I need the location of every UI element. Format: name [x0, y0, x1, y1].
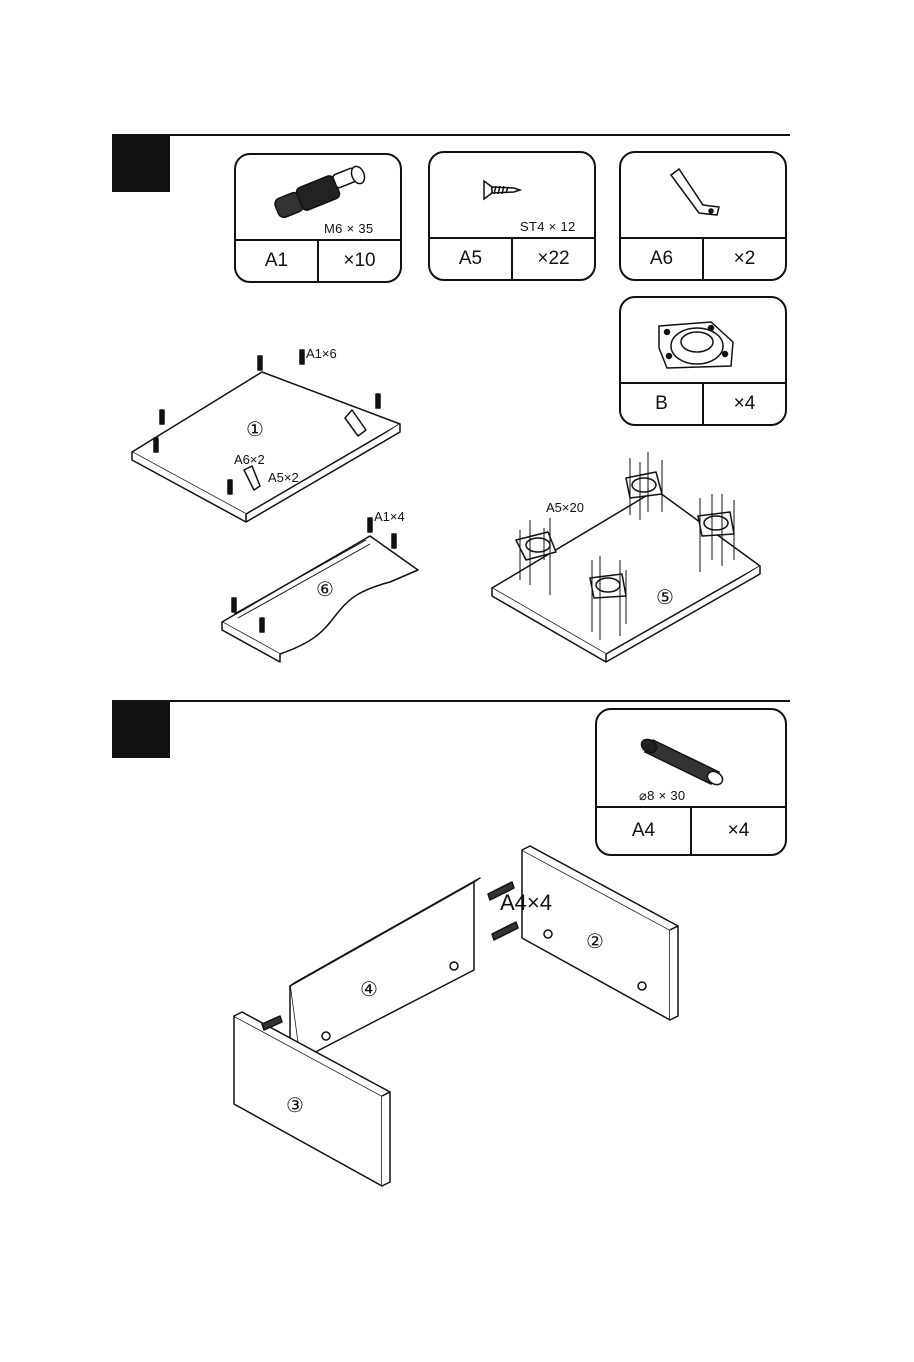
part-number-4: ④ — [360, 977, 378, 1001]
panel-4-drawing — [290, 878, 480, 1066]
part-number-3: ③ — [286, 1093, 304, 1117]
part-number-2: ② — [586, 929, 604, 953]
callout-a4-4: A4×4 — [500, 890, 552, 915]
